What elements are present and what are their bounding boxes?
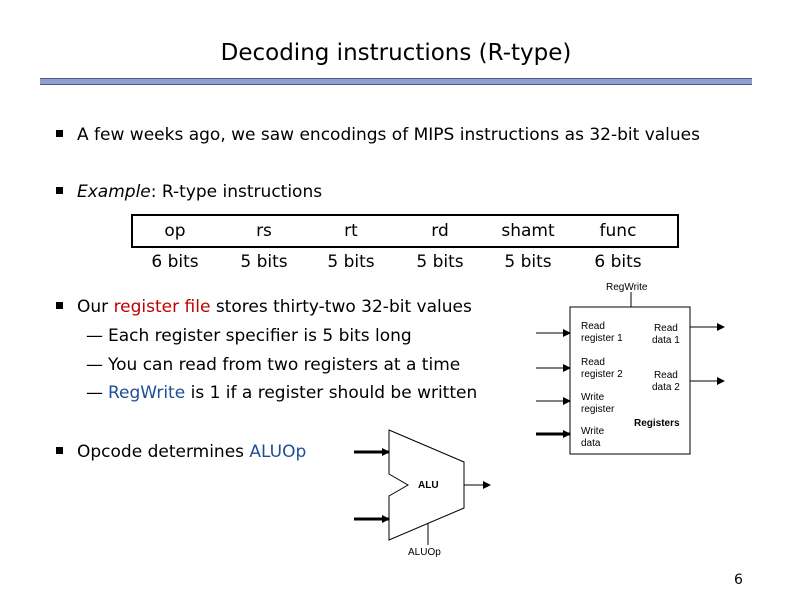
read-register-2-label: Read register 2 — [581, 357, 623, 381]
field-rs: rs — [256, 221, 272, 241]
register-file-term: register file — [113, 297, 211, 317]
bullet-text: Our — [77, 297, 114, 317]
aluop-label: ALUOp — [408, 547, 441, 558]
rtype-encoding-box — [131, 214, 679, 248]
alu-label: ALU — [418, 480, 439, 491]
dash: — — [86, 355, 103, 375]
label-line: data 2 — [652, 382, 680, 393]
field-op: op — [164, 221, 186, 241]
bits-func: 6 bits — [594, 252, 642, 272]
label-line: Write — [581, 392, 605, 403]
bits-rs: 5 bits — [240, 252, 288, 272]
sub-bullet-text: You can read from two registers at a tim… — [108, 355, 461, 375]
bullet-text: stores thirty-two 32-bit values — [210, 297, 472, 317]
dash: — — [86, 383, 103, 403]
bullet-mips-encodings: A few weeks ago, we saw encodings of MIP… — [56, 125, 700, 145]
bullet-example: Example: R-type instructions — [56, 182, 322, 202]
bullet-text: : R-type instructions — [150, 182, 323, 202]
sub-bullet-specifier: —Each register specifier is 5 bits long — [86, 326, 412, 346]
page-number: 6 — [734, 572, 743, 588]
sub-bullet-text: Each register specifier is 5 bits long — [108, 326, 412, 346]
sub-bullet-regwrite: —RegWrite is 1 if a register should be w… — [86, 383, 477, 403]
read-data-1-label: Read data 1 — [652, 323, 680, 347]
title-divider — [40, 78, 752, 85]
label-line: Read — [653, 370, 678, 381]
field-func: func — [599, 221, 637, 241]
write-data-label: Write data — [581, 426, 604, 450]
write-register-label: Write register — [581, 392, 614, 416]
bits-rt: 5 bits — [327, 252, 375, 272]
bullet-square-icon — [56, 130, 63, 137]
field-rd: rd — [431, 221, 449, 241]
read-register-1-label: Read register 1 — [581, 321, 623, 345]
read-data-2-label: Read data 2 — [652, 370, 680, 394]
label-line: register 2 — [581, 369, 623, 380]
label-line: data — [581, 438, 601, 449]
label-line: Read — [653, 323, 678, 334]
sub-bullet-read-two: —You can read from two registers at a ti… — [86, 355, 460, 375]
bullet-square-icon — [56, 447, 63, 454]
bits-rd: 5 bits — [416, 252, 464, 272]
bullet-text: A few weeks ago, we saw encodings of MIP… — [77, 125, 700, 145]
slide-title: Decoding instructions (R-type) — [220, 40, 572, 66]
field-shamt: shamt — [501, 221, 555, 241]
label-line: register 1 — [581, 333, 623, 344]
bullet-square-icon — [56, 302, 63, 309]
register-file-box — [569, 306, 691, 455]
label-line: data 1 — [652, 335, 680, 346]
registers-label: Registers — [634, 418, 680, 429]
sub-bullet-text: is 1 if a register should be written — [185, 383, 478, 403]
bits-shamt: 5 bits — [504, 252, 552, 272]
label-line: Read — [581, 357, 605, 368]
regwrite-term: RegWrite — [108, 383, 186, 403]
field-rt: rt — [344, 221, 358, 241]
dash: — — [86, 326, 103, 346]
regwrite-label: RegWrite — [606, 282, 648, 293]
label-line: Read — [581, 321, 605, 332]
example-label: Example — [77, 182, 151, 202]
bullet-square-icon — [56, 187, 63, 194]
label-line: register — [581, 404, 615, 415]
bullet-opcode: Opcode determines ALUOp — [56, 442, 306, 462]
label-line: Write — [581, 426, 605, 437]
bullet-register-file: Our register file stores thirty-two 32-b… — [56, 297, 472, 317]
bits-op: 6 bits — [151, 252, 199, 272]
aluop-term: ALUOp — [249, 442, 307, 462]
bullet-text: Opcode determines — [77, 442, 250, 462]
